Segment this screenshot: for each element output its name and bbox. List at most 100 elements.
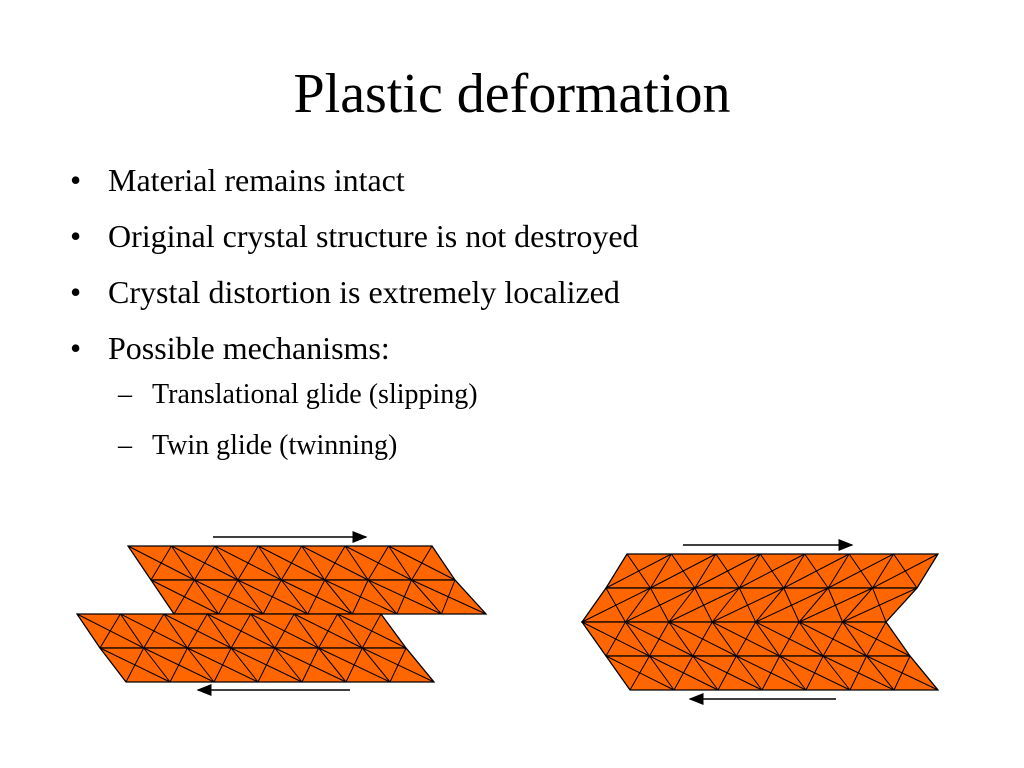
bullet-item: • Material remains intact (70, 160, 639, 200)
lattice-diagonal (281, 579, 353, 615)
lattice-diagonal (605, 621, 626, 657)
lattice-diagonal (169, 647, 188, 683)
bullet-text: Possible mechanisms: (108, 330, 390, 366)
bullet-list: • Material remains intact • Original cry… (70, 160, 639, 480)
lattice-edge (120, 613, 145, 649)
sub-bullet-marker: – (118, 379, 132, 410)
lattice-diagonal (324, 545, 346, 581)
lattice-edge (163, 613, 188, 649)
lattice-diagonal (872, 553, 939, 589)
lattice-diagonal (318, 613, 339, 649)
lattice-diagonal (668, 587, 740, 623)
lattice-diagonal (274, 613, 295, 649)
lattice-diagonal (411, 579, 487, 615)
lattice-diagonal (692, 621, 713, 657)
bullet-marker: • (70, 162, 82, 198)
lattice-edge (411, 579, 442, 615)
lattice-diagonal (345, 647, 363, 683)
lattice-edge (625, 587, 651, 623)
lattice-diagonal (783, 553, 850, 589)
lattice-diagonal (866, 621, 887, 657)
lattice-diagonal (237, 545, 259, 581)
lattice-diagonal (581, 587, 651, 623)
lattice-edge (694, 553, 717, 589)
sub-bullet-text: Twin glide (twinning) (152, 430, 398, 461)
lattice-diagonal (125, 647, 145, 683)
lattice-diagonal (673, 655, 694, 691)
sub-bullet-item: – Twin glide (twinning) (118, 429, 639, 463)
lattice-edge (649, 655, 675, 691)
lattice-diagonal (827, 553, 894, 589)
lattice-edge (842, 621, 867, 657)
lattice-diagonal (280, 545, 303, 581)
lattice-edge (257, 545, 282, 581)
lattice-edge (274, 647, 303, 683)
bullet-text: Original crystal structure is not destro… (108, 218, 639, 254)
lattice-diagonal (822, 621, 844, 657)
lattice-diagonal (842, 587, 918, 623)
sub-bullet-list: – Translational glide (slipping) – Twin … (70, 378, 639, 463)
lattice-edge (779, 655, 807, 691)
lattice-diagonal (648, 621, 670, 657)
lattice-diagonal (625, 587, 696, 623)
lattice-edge (711, 621, 737, 657)
lattice-edge (194, 579, 219, 615)
lattice-edge (885, 587, 918, 623)
lattice-diagonal (739, 553, 805, 589)
lattice-edge (605, 553, 628, 589)
lattice-diagonal (150, 545, 172, 581)
lattice-edge (344, 545, 369, 581)
lattice-edge (692, 655, 719, 691)
lattice-edge (738, 553, 761, 589)
lattice-diagonal (143, 613, 165, 649)
lattice-diagonal (798, 587, 873, 623)
slide-title: Plastic deformation (293, 63, 731, 125)
lattice-edge (916, 553, 939, 589)
lattice-diagonal (735, 621, 757, 657)
lattice-edge (885, 621, 911, 657)
lattice-diagonal (301, 647, 320, 683)
lattice-diagonal (411, 545, 433, 581)
twin-diagram (580, 539, 940, 705)
lattice-edge (755, 587, 785, 623)
lattice-row (580, 587, 919, 623)
lattice-edge (280, 579, 309, 615)
lattice-edge (711, 587, 740, 623)
bullet-marker: • (70, 330, 82, 366)
lattice-edge (650, 553, 672, 589)
lattice-diagonal (805, 655, 824, 691)
lattice-diagonal (361, 613, 382, 649)
lattice-diagonal (396, 579, 413, 615)
lattice-diagonal (230, 613, 252, 649)
lattice-diagonal (629, 655, 650, 691)
lattice-edge (822, 655, 851, 691)
lattice-diagonal (257, 647, 276, 683)
bullet-item: • Crystal distortion is extremely locali… (70, 272, 639, 312)
lattice-diagonal (351, 579, 369, 615)
lattice-diagonal (893, 655, 911, 691)
lattice-diagonal (237, 579, 308, 615)
lattice-diagonal (755, 587, 829, 623)
lattice-diagonal (849, 655, 868, 691)
lattice-edge (783, 553, 806, 589)
lattice-edge (230, 647, 259, 683)
lattice-edge (301, 545, 326, 581)
lattice-diagonal (324, 579, 398, 615)
lattice-edge (388, 545, 412, 581)
lattice-edge (127, 545, 152, 581)
lattice-edge (187, 647, 215, 683)
lattice-edge (454, 579, 487, 615)
lattice-diagonal (761, 655, 781, 691)
lattice-edge (581, 587, 607, 623)
lattice-edge (171, 545, 195, 581)
lattice-diagonal (605, 553, 672, 589)
lattice-edge (872, 553, 894, 589)
lattice-diagonal (694, 553, 761, 589)
lattice-edge (735, 655, 763, 691)
lattice-edge (798, 621, 824, 657)
lattice-edge (431, 545, 456, 581)
bullet-text: Material remains intact (108, 162, 405, 198)
lattice-diagonal (186, 613, 208, 649)
lattice-edge (206, 613, 232, 649)
